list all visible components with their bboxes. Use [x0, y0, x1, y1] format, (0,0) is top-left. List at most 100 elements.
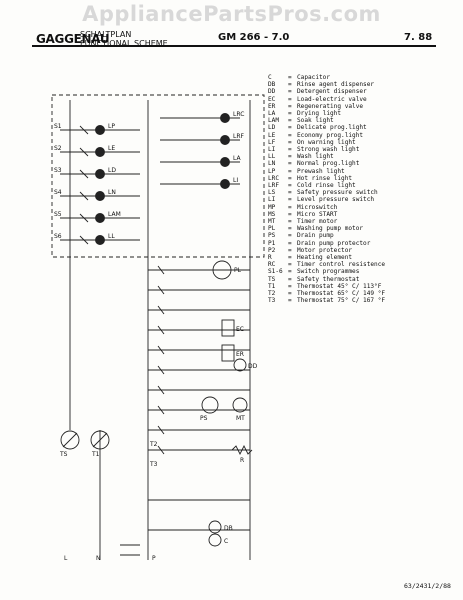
legend-sep: =: [288, 88, 292, 96]
legend-desc: Timer motor: [297, 218, 338, 226]
legend-desc: Load-electric valve: [297, 95, 367, 103]
legend-code: T2: [268, 290, 276, 298]
legend-row: T3 = Thermostat 75° C/ 167 °F: [268, 297, 448, 304]
legend-row: LL = Wash light: [268, 153, 448, 160]
legend-code: PL: [268, 225, 276, 233]
legend-code: T3: [268, 297, 276, 305]
legend-desc: Timer control resistence: [297, 261, 386, 269]
legend-code: R: [268, 254, 272, 262]
legend-desc: Wash light: [297, 153, 334, 161]
legend-sep: =: [288, 225, 292, 233]
label-lp: LP: [108, 123, 115, 130]
legend-row: C=Capacitor: [268, 74, 448, 81]
legend-sep: =: [288, 117, 292, 125]
legend-code: LE: [268, 131, 276, 139]
programme-switches: [60, 125, 140, 245]
legend-code: PS: [268, 232, 276, 240]
label-la: LA: [233, 155, 241, 162]
legend-row: PL = Washing pump motor: [268, 225, 448, 232]
legend-row: LS=Safety pressure switch: [268, 189, 448, 196]
legend-code: DD: [268, 88, 276, 96]
label-s6: S6: [54, 233, 62, 240]
legend-sep: =: [288, 239, 292, 247]
legend-sep: =: [288, 297, 292, 305]
legend-sep: =: [288, 254, 292, 262]
legend-code: LI: [268, 196, 276, 204]
component-legend: C=Capacitor DB=Rinse agent dispenser DD=…: [268, 74, 448, 305]
legend-code: RC: [268, 261, 276, 269]
label-t2: T2: [149, 441, 158, 448]
legend-row: LN=Normal prog.light: [268, 160, 448, 167]
label-t1: T1: [91, 451, 100, 458]
legend-row: LA=Drying light: [268, 110, 448, 117]
legend-sep: =: [288, 138, 292, 146]
legend-code: MS: [268, 210, 276, 218]
legend-desc: Thermostat 45° C/ 113°F: [297, 282, 382, 290]
legend-row: ER=Regenerating valve: [268, 103, 448, 110]
legend-row: TS = Safety thermostat: [268, 276, 448, 283]
legend-row: MS=Micro START: [268, 211, 448, 218]
legend-code: TS: [268, 275, 276, 283]
legend-row: MT = Timer motor: [268, 218, 448, 225]
legend-row: PS=Drain pump: [268, 232, 448, 239]
legend-sep: =: [288, 196, 292, 204]
legend-desc: Prewash light: [297, 167, 345, 175]
legend-code: LA: [268, 110, 276, 118]
legend-row: RC = Timer control resistence: [268, 261, 448, 268]
legend-row: P2=Motor protector: [268, 247, 448, 254]
lamps-left: [95, 125, 105, 245]
legend-sep: =: [288, 95, 292, 103]
label-p: P: [152, 555, 156, 562]
label-t3: T3: [149, 461, 158, 468]
legend-row: LE=Economy prog.light: [268, 132, 448, 139]
legend-code: EC: [268, 95, 276, 103]
legend-code: LD: [268, 124, 276, 132]
legend-sep: =: [288, 110, 292, 118]
legend-desc: Hot rinse light: [297, 174, 353, 182]
legend-row: EC = Load-electric valve: [268, 96, 448, 103]
legend-sep: =: [288, 268, 292, 276]
legend-sep: =: [288, 218, 292, 226]
label-ts: TS: [59, 451, 68, 458]
legend-row: T1=Thermostat 45° C/ 113°F: [268, 283, 448, 290]
pump-motors: [201, 260, 248, 414]
label-s2: S2: [54, 145, 62, 152]
legend-code: LL: [268, 153, 276, 161]
legend-sep: =: [288, 182, 292, 190]
legend-sep: =: [288, 74, 292, 81]
legend-code: LAM: [268, 117, 280, 125]
legend-desc: Safety thermostat: [297, 275, 360, 283]
legend-code: LS: [268, 189, 276, 197]
legend-sep: =: [288, 131, 292, 139]
legend-code: P1: [268, 239, 276, 247]
legend-sep: =: [288, 153, 292, 161]
label-s5: S5: [54, 211, 62, 218]
model-number: GM 266 - 7.0: [218, 32, 290, 43]
lamps-right: [220, 113, 230, 189]
legend-code: MT: [268, 218, 276, 226]
legend-sep: =: [288, 275, 292, 283]
legend-code: DB: [268, 81, 276, 89]
legend-desc: Soak light: [297, 117, 334, 125]
label-lrf: LRF: [233, 133, 245, 140]
legend-row: LAM = Soak light: [268, 117, 448, 124]
programme-frame: [51, 94, 265, 258]
legend-desc: Washing pump motor: [297, 225, 364, 233]
legend-desc: Thermostat 75° C/ 167 °F: [297, 297, 386, 305]
legend-code: LRF: [268, 182, 280, 190]
legend-desc: Microswitch: [297, 203, 338, 211]
legend-desc: On warning light: [297, 138, 356, 146]
label-ln: LN: [108, 189, 116, 196]
label-l: L: [64, 555, 68, 562]
legend-sep: =: [288, 210, 292, 218]
legend-row: R=Heating element: [268, 254, 448, 261]
legend-sep: =: [288, 261, 292, 269]
legend-sep: =: [288, 290, 292, 298]
label-s4: S4: [54, 189, 62, 196]
label-r: R: [240, 457, 244, 464]
legend-sep: =: [288, 102, 292, 110]
legend-code: ER: [268, 102, 276, 110]
thermostats: [60, 430, 110, 450]
label-er: ER: [236, 351, 244, 358]
